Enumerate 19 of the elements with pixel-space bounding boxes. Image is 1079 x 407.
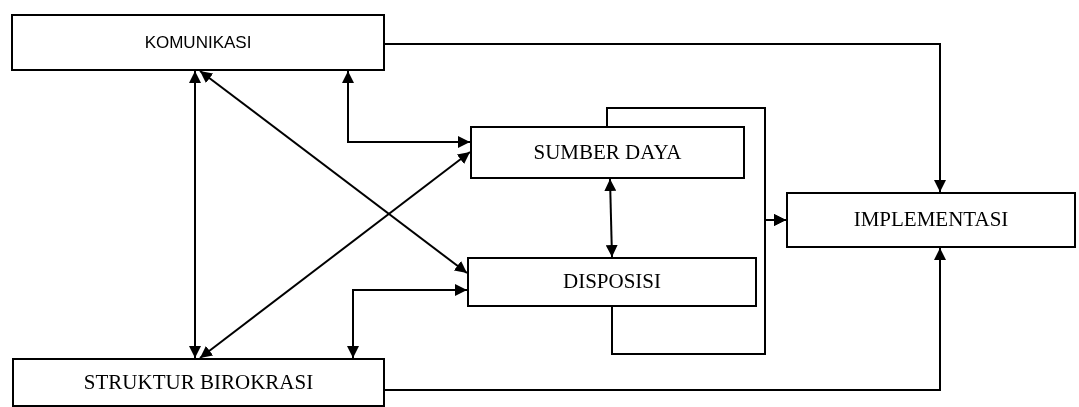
arrow — [199, 70, 468, 274]
process-box — [11, 14, 385, 71]
arrow — [342, 70, 471, 148]
arrow — [384, 43, 946, 193]
process-box — [470, 126, 745, 179]
arrow — [604, 178, 618, 258]
arrow — [199, 151, 471, 359]
box-label: IMPLEMENTASI — [853, 206, 1009, 234]
arrow — [611, 214, 787, 355]
process-box — [467, 257, 757, 307]
box-label: DISPOSISI — [563, 268, 661, 296]
arrow — [347, 284, 468, 359]
process-box — [786, 192, 1076, 248]
box-label: SUMBER DAYA — [533, 138, 682, 166]
arrow — [189, 70, 201, 359]
process-box — [12, 358, 385, 407]
arrow — [384, 247, 946, 391]
box-label: KOMUNIKASI — [144, 31, 252, 54]
box-label: STRUKTUR BIROKRASI — [83, 368, 314, 396]
